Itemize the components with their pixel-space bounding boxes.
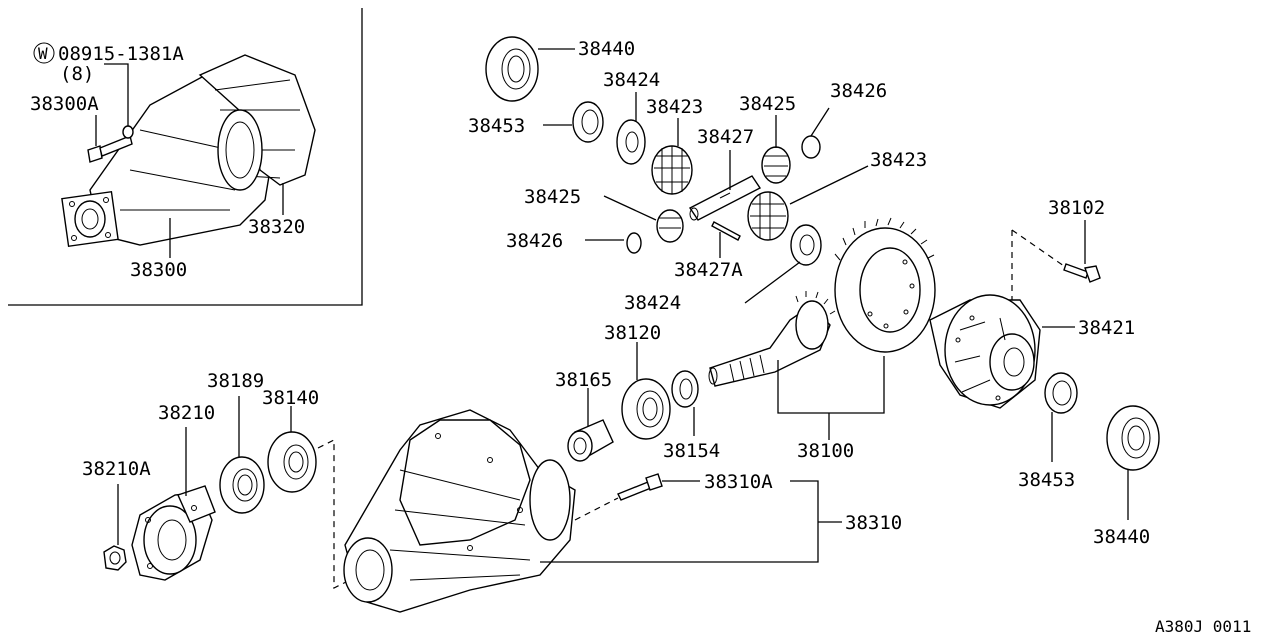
label-bearing-right: 38440 [1093,526,1150,548]
label-pinion-shaft: 38427 [697,126,754,148]
label-bolt-38300A: 38300A [30,93,99,115]
label-washer-qty: (8) [60,63,94,85]
label-gear-set: 38100 [797,440,854,462]
bracket-carrier [540,480,842,563]
pinion-mate-top-drawing [761,146,791,184]
washer-08915 [122,125,134,139]
label-bearing-top: 38440 [578,38,635,60]
pinion-shaft-drawing [688,175,762,221]
label-pinion-mate-top: 38425 [739,93,796,115]
carrier-assembly-drawing [61,54,316,248]
front-bearing-drawing [267,431,317,493]
oil-seal-drawing [219,456,265,514]
label-bearing-pinion: 38120 [604,322,661,344]
lock-pin-drawing [711,221,741,241]
nut-drawing [103,545,127,571]
label-carrier: 38310 [845,512,902,534]
label-washer-part: 08915-1381A [58,43,184,65]
carrier-bolt-dashed-line [574,497,619,521]
label-thrust-washer-lower: 38424 [624,292,681,314]
label-thrust-washer-top: 38424 [603,69,660,91]
shim-drawing [671,370,699,408]
pinion-mate-left-drawing [656,209,684,243]
carrier-housing-drawing [343,409,576,613]
label-front-bearing: 38140 [262,387,319,409]
washer-symbol-circle [33,42,55,64]
mate-washer-top-drawing [801,135,821,159]
label-gasket: 38320 [248,216,305,238]
label-lock-pin: 38427A [674,259,743,281]
inset-frame [8,8,363,306]
label-pinion-mate-left: 38425 [524,186,581,208]
leader-washer [104,63,129,126]
collapsible-spacer-drawing [567,419,614,462]
bearing-pinion-drawing [621,378,671,440]
side-gear-right-drawing [747,191,789,241]
label-collapsible-spacer: 38165 [555,369,612,391]
bracket-gear-set [777,356,885,414]
leader-thrust-washer-lower [744,261,801,304]
inset-assembly-view: W 08915-1381A (8) 38300A 38320 38300 [8,8,363,306]
label-nut: 38210A [82,458,151,480]
label-carrier-bolt: 38310A [704,471,773,493]
companion-flange-drawing [131,485,216,581]
label-side-gear-top: 38423 [646,96,703,118]
label-shim: 38154 [663,440,720,462]
label-ring-bolt: 38102 [1048,197,1105,219]
thrust-washer-top-drawing [616,119,646,165]
label-carrier-assy: 38300 [130,259,187,281]
diagram-code: A380J 0011 [1155,617,1251,636]
ring-bolt-drawing [1063,263,1101,283]
seal-top-drawing [572,101,604,143]
label-diff-case: 38421 [1078,317,1135,339]
diff-case-drawing [929,294,1041,409]
label-oil-seal: 38189 [207,370,264,392]
label-mate-washer-left: 38426 [506,230,563,252]
label-companion-flange: 38210 [158,402,215,424]
bolt-38300A [87,135,133,163]
bearing-right-drawing [1106,405,1160,471]
side-gear-top-drawing [651,145,693,195]
thrust-washer-lower-drawing [790,224,822,266]
label-mate-washer-top: 38426 [830,80,887,102]
ring-bolt-dashed-line [1011,229,1065,300]
leader-side-gear-right [789,165,869,205]
carrier-bolt-drawing [617,473,663,501]
label-side-gear-right: 38423 [870,149,927,171]
leader-mate-washer-top [810,107,830,137]
ring-gear-drawing [834,217,936,353]
mate-washer-left-drawing [626,232,642,254]
drive-pinion-drawing [708,291,836,387]
leader-pinion-mate-left [603,195,657,221]
label-seal-top: 38453 [468,115,525,137]
bearing-top-drawing [485,36,539,102]
washer-symbol: W [38,44,48,63]
label-seal-right: 38453 [1018,469,1075,491]
seal-right-drawing [1044,372,1078,414]
front-axis-dashed-line [317,439,347,589]
